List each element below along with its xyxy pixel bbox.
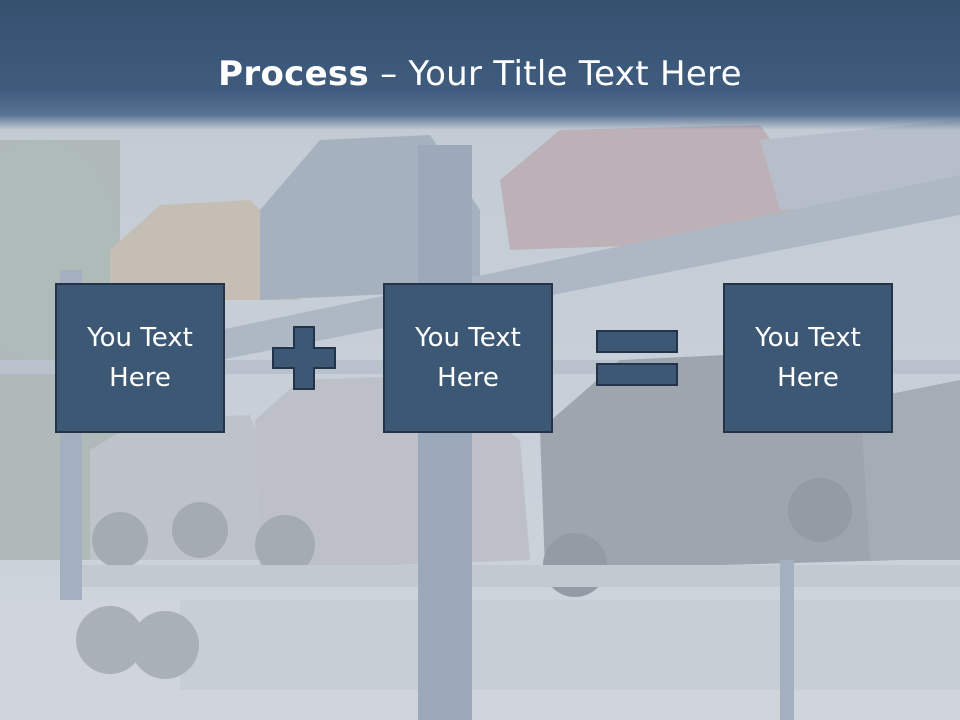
- process-box-1-text: You Text Here: [87, 323, 193, 393]
- process-box-1[interactable]: You Text Here: [55, 283, 225, 433]
- title-bar: [0, 0, 960, 130]
- process-box-2[interactable]: You Text Here: [383, 283, 553, 433]
- process-box-3[interactable]: You Text Here: [723, 283, 893, 433]
- equals-icon: [596, 330, 678, 386]
- process-box-2-text: You Text Here: [415, 323, 521, 393]
- process-box-3-text: You Text Here: [755, 323, 861, 393]
- title-rest-part: – Your Title Text Here: [369, 54, 742, 94]
- title-bold-part: Process: [218, 54, 370, 94]
- plus-icon: [272, 326, 336, 390]
- slide-title[interactable]: Process – Your Title Text Here: [0, 52, 960, 96]
